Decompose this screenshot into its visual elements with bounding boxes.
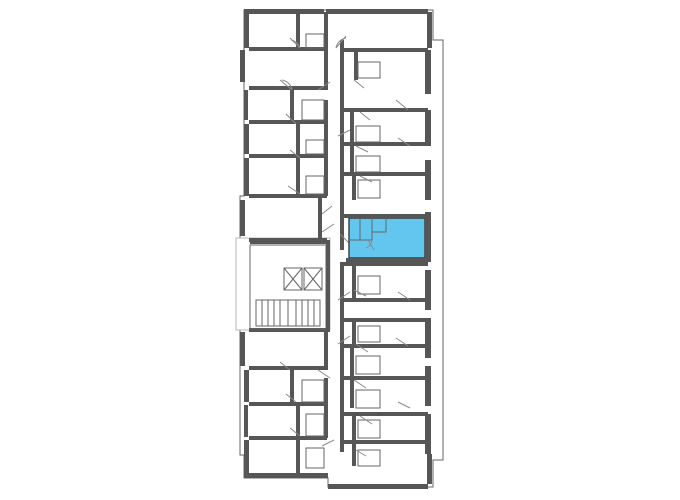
central-core	[249, 40, 344, 452]
apartment-select-area[interactable]	[349, 218, 425, 258]
elevator-shaft	[283, 267, 303, 291]
west-wing	[249, 12, 328, 476]
highlighted-apartment[interactable]	[346, 214, 431, 262]
east-wing	[344, 48, 428, 467]
staircase	[255, 299, 321, 327]
elevator-shaft	[303, 267, 323, 291]
door-swings	[279, 35, 411, 457]
exterior-walls	[240, 9, 432, 489]
